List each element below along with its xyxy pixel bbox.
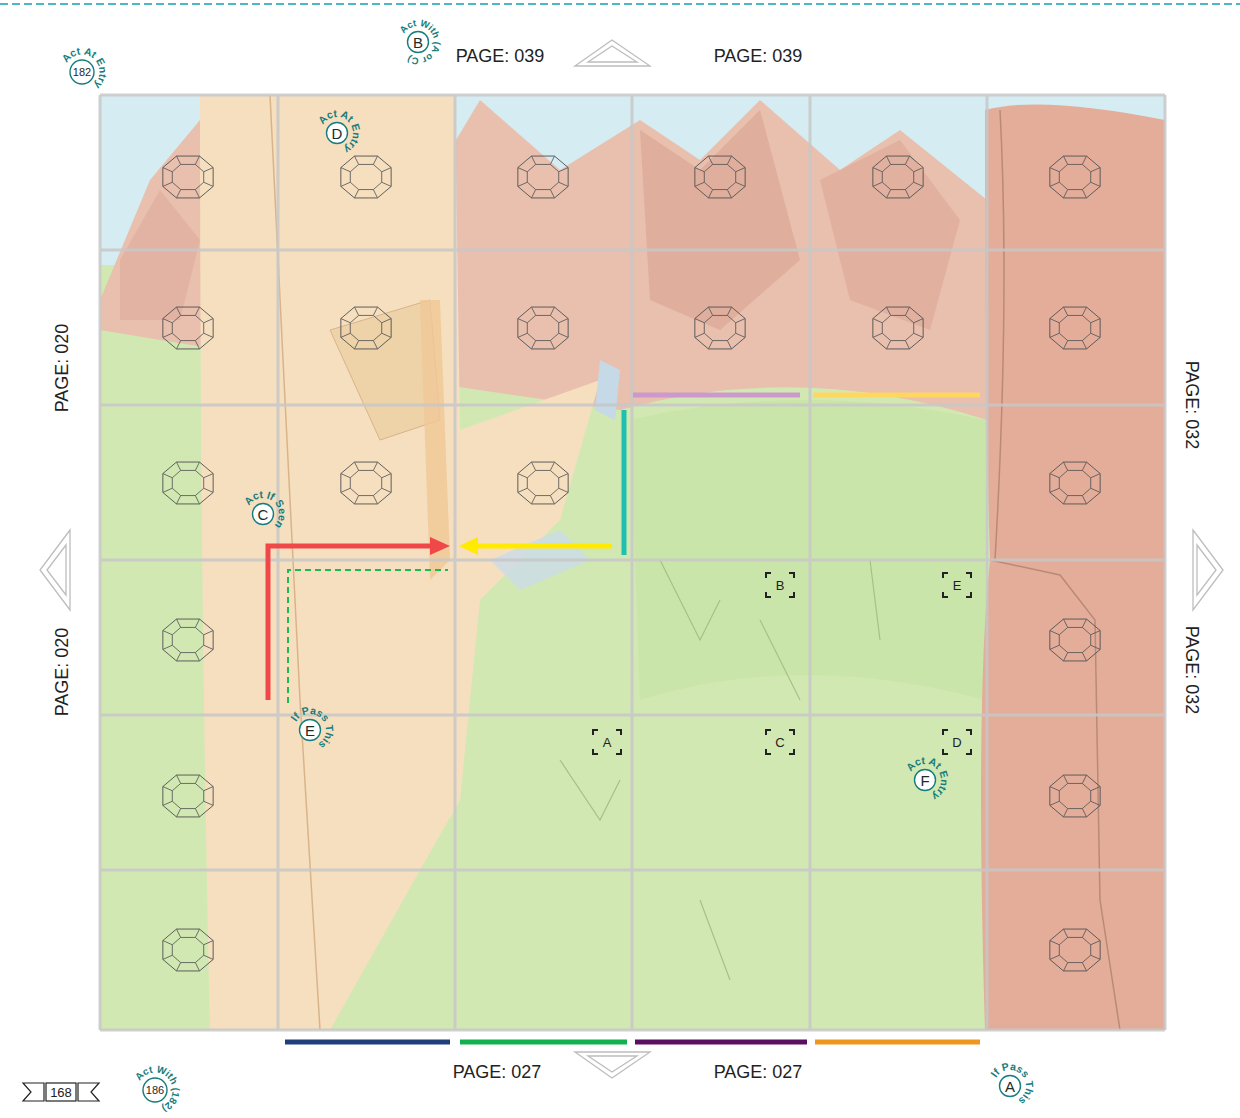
marker-caption: Act At Entry bbox=[903, 754, 951, 804]
marker-caption: If Pass This bbox=[988, 1060, 1036, 1108]
marker-caption-path: Act At Entry bbox=[315, 107, 363, 157]
marker-caption-path: If Pass This bbox=[988, 1060, 1036, 1108]
bracket-letter: D bbox=[952, 736, 961, 749]
position-bracket: E bbox=[942, 572, 972, 598]
page-ribbon: 168 bbox=[22, 1082, 100, 1102]
ribbon-box bbox=[46, 1083, 76, 1101]
event-marker: Act At EntryD bbox=[305, 101, 369, 165]
marker-circle bbox=[253, 504, 274, 525]
page-label: PAGE: 039 bbox=[456, 47, 545, 65]
marker-caption: Act If Seen bbox=[241, 488, 289, 531]
page-label: PAGE: 020 bbox=[53, 324, 71, 413]
bracket-letter: B bbox=[776, 579, 785, 592]
marker-center: F bbox=[893, 748, 957, 812]
bracket-letter: C bbox=[775, 736, 784, 749]
marker-caption-path: Act At Entry bbox=[903, 754, 951, 804]
marker-letter: E bbox=[305, 723, 315, 738]
marker-circle bbox=[70, 60, 94, 84]
marker-center: C bbox=[231, 482, 295, 546]
position-bracket: C bbox=[765, 729, 795, 755]
bracket-center: B bbox=[765, 572, 795, 598]
nav-triangles bbox=[40, 40, 1223, 1078]
marker-center: E bbox=[278, 698, 342, 762]
ribbon-center: 168 bbox=[22, 1082, 100, 1102]
bracket-letter: E bbox=[953, 579, 962, 592]
marker-number: 186 bbox=[146, 1085, 164, 1096]
marker-caption: Act With (A or C) bbox=[397, 17, 443, 67]
bracket-center: D bbox=[942, 729, 972, 755]
marker-letter: B bbox=[413, 35, 423, 50]
bracket-letter: A bbox=[603, 736, 612, 749]
exit-bars bbox=[285, 1042, 980, 1043]
marker-caption-path: If Pass This bbox=[288, 704, 336, 752]
marker-letter: C bbox=[258, 507, 269, 522]
marker-center: B bbox=[386, 10, 450, 74]
page-label: PAGE: 032 bbox=[1183, 626, 1201, 715]
marker-circle bbox=[1000, 1076, 1021, 1097]
marker-caption-path: Act If Seen bbox=[241, 488, 289, 531]
marker-caption: Act At Entry bbox=[59, 44, 110, 91]
marker-caption-path: Act With (A or C) bbox=[397, 17, 443, 67]
page-label: PAGE: 032 bbox=[1183, 361, 1201, 450]
marker-letter: A bbox=[1005, 1079, 1015, 1094]
ribbon-right bbox=[78, 1083, 99, 1101]
route-lines bbox=[268, 395, 980, 703]
event-marker: Act If SeenC bbox=[231, 482, 295, 546]
marker-letter: D bbox=[332, 126, 343, 141]
bracket-path bbox=[943, 573, 971, 597]
bracket-center: A bbox=[592, 729, 622, 755]
grid bbox=[100, 95, 1165, 1030]
marker-circle bbox=[143, 1078, 167, 1102]
marker-center: D bbox=[305, 101, 369, 165]
marker-caption: If Pass This bbox=[288, 704, 336, 752]
marker-caption-path: Act At Entry bbox=[59, 44, 110, 91]
event-marker: Act At EntryF bbox=[893, 748, 957, 812]
terrain bbox=[100, 95, 1165, 1030]
bracket-path bbox=[766, 573, 794, 597]
marker-circle bbox=[300, 720, 321, 741]
page-label: PAGE: 020 bbox=[53, 628, 71, 717]
marker-number: 182 bbox=[73, 67, 91, 78]
ribbon-number: 168 bbox=[50, 1086, 72, 1099]
ribbon-parts bbox=[23, 1083, 99, 1101]
marker-circle bbox=[327, 123, 348, 144]
bracket-center: C bbox=[765, 729, 795, 755]
page-label: PAGE: 027 bbox=[714, 1063, 803, 1081]
marker-letter: F bbox=[920, 773, 929, 788]
ribbon-left bbox=[23, 1083, 44, 1101]
gem-symbols bbox=[163, 156, 1100, 971]
marker-center: 186 bbox=[123, 1058, 187, 1118]
page-label: PAGE: 027 bbox=[453, 1063, 542, 1081]
position-bracket: A bbox=[592, 729, 622, 755]
event-marker: If Pass ThisE bbox=[278, 698, 342, 762]
top-dashed-rule bbox=[0, 3, 1240, 5]
marker-circle bbox=[408, 32, 429, 53]
event-marker: If Pass ThisA bbox=[978, 1054, 1042, 1118]
bracket-path bbox=[593, 730, 621, 754]
marker-center: A bbox=[978, 1054, 1042, 1118]
position-bracket: B bbox=[765, 572, 795, 598]
bracket-center: E bbox=[942, 572, 972, 598]
bracket-path bbox=[943, 730, 971, 754]
event-marker: Act At Entry182 bbox=[50, 40, 114, 104]
event-marker: Act With (182)186 bbox=[123, 1058, 187, 1118]
marker-caption-path: Act With (182) bbox=[133, 1063, 182, 1114]
marker-caption: Act With (182) bbox=[133, 1063, 182, 1114]
bracket-path bbox=[766, 730, 794, 754]
marker-circle bbox=[915, 770, 936, 791]
marker-center: 182 bbox=[50, 40, 114, 104]
position-bracket: D bbox=[942, 729, 972, 755]
event-marker: Act With (A or C)B bbox=[386, 10, 450, 74]
page-label: PAGE: 039 bbox=[714, 47, 803, 65]
marker-caption: Act At Entry bbox=[315, 107, 363, 157]
